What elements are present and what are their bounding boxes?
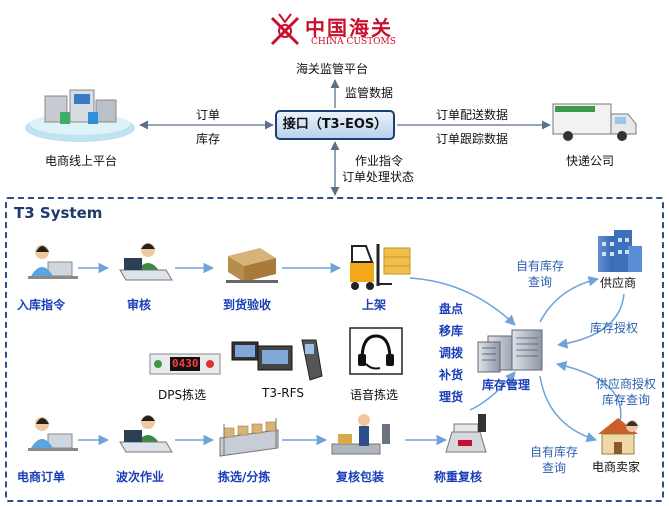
supplier-auth-query-note: 供应商授权 库存查询 [595, 377, 656, 407]
ecommerce-link-stock: 库存 [196, 132, 221, 146]
op-tally: 理货 [438, 390, 463, 404]
outbound-arrows [78, 371, 516, 446]
top-connectors [139, 79, 551, 196]
shelving-label: 上架 [362, 298, 387, 312]
seller-house-icon [598, 418, 638, 455]
express-truck-icon [552, 103, 637, 141]
customs-platform-label: 海关监管平台 [296, 62, 369, 76]
ecommerce-platform-icon [25, 89, 135, 142]
inventory-management-label: 库存管理 [482, 378, 531, 392]
ecommerce-platform-label: 电商线上平台 [45, 154, 118, 168]
op-transfer: 调拨 [438, 346, 463, 360]
supplier-query-note: 自有库存 查询 [515, 259, 564, 289]
rf-terminal-icon [231, 339, 323, 381]
review-icon [119, 243, 173, 281]
customs-logo-cn: 中国海关 [305, 16, 393, 40]
picking-sorting-icon [219, 418, 279, 457]
seller-label: 电商卖家 [592, 460, 641, 474]
check-packing-label: 复核包装 [336, 470, 385, 484]
wave-operation-label: 波次作业 [116, 470, 165, 484]
inbound-command-label: 入库指令 [17, 298, 66, 312]
system-link-line1: 作业指令 [355, 154, 404, 168]
customs-link-label: 监管数据 [345, 86, 394, 100]
ecommerce-order-label: 电商订单 [17, 470, 66, 484]
op-stocktake: 盘点 [438, 302, 463, 316]
op-relocate: 移库 [438, 324, 463, 338]
stock-auth-note: 库存授权 [590, 321, 639, 335]
customs-logo-en: CHINA CUSTOMS [311, 37, 396, 47]
weigh-check-label: 称重复核 [434, 470, 483, 484]
wave-operation-icon [119, 415, 173, 453]
ecommerce-order-icon [28, 417, 78, 451]
picking-sorting-label: 拣选/分拣 [218, 470, 271, 484]
op-replenish: 补货 [438, 368, 463, 382]
customs-emblem-icon [270, 13, 300, 46]
dps-picking-label: DPS拣选 [158, 388, 207, 402]
shelving-forklift-icon [350, 244, 411, 290]
review-label: 审核 [127, 298, 152, 312]
inventory-servers-icon [477, 329, 543, 373]
t3-system-title: T3 System [14, 204, 103, 222]
inbound-arrows [78, 262, 516, 326]
supplier-building-icon [598, 230, 642, 272]
supplier-label: 供应商 [600, 276, 637, 290]
inventory-arrows [539, 275, 625, 443]
arrival-inspection-icon [226, 248, 278, 283]
express-link-delivery: 订单配送数据 [436, 108, 509, 122]
interface-box: 接口（T3-EOS） [275, 110, 395, 140]
express-link-tracking: 订单跟踪数据 [436, 132, 509, 146]
dps-display-readout: 0430 [172, 357, 199, 370]
t3-system-frame [5, 197, 664, 502]
voice-picking-label: 语音拣选 [350, 388, 399, 402]
rfs-label: T3-RFS [262, 386, 304, 400]
check-packing-icon [331, 414, 390, 455]
express-company-label: 快递公司 [566, 154, 615, 168]
dps-display-icon [149, 353, 221, 375]
arrival-inspection-label: 到货验收 [223, 298, 272, 312]
seller-query-note: 自有库存 查询 [529, 445, 578, 475]
voice-headset-icon [349, 327, 403, 375]
system-link-line2: 订单处理状态 [342, 170, 415, 184]
inventory-ops-list: 盘点 移库 调拨 补货 理货 [436, 298, 466, 408]
ecommerce-link-order: 订单 [196, 108, 221, 122]
inbound-command-icon [28, 245, 78, 279]
weighing-scale-icon [445, 414, 487, 453]
